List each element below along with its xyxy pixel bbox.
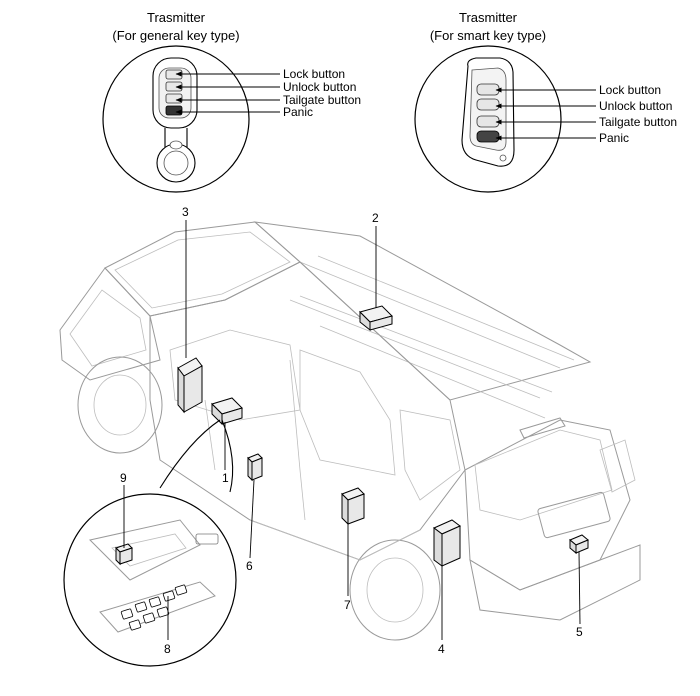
callout-9: 9 — [120, 471, 127, 485]
smart-unlock-button-label: Unlock button — [599, 99, 672, 113]
smart-key-detail-circle — [414, 45, 562, 193]
smart-key-fob-illustration — [461, 57, 515, 167]
callout-8: 8 — [164, 642, 171, 656]
smart-key-title: Trasmitter — [459, 10, 518, 25]
module-2-shape — [359, 305, 393, 332]
callout-7: 7 — [344, 598, 351, 612]
vehicle-illustration — [59, 221, 641, 641]
module-7-shape — [341, 487, 365, 526]
callout-3: 3 — [182, 205, 189, 219]
general-key-fob-illustration — [152, 57, 198, 183]
callout-numbers: 1 2 3 4 5 6 7 8 9 — [120, 205, 583, 656]
callout-6: 6 — [246, 559, 253, 573]
module-4-shape — [433, 519, 461, 567]
smart-key-subtitle: (For smart key type) — [430, 28, 546, 43]
component-modules — [177, 305, 589, 567]
general-key-subtitle: (For general key type) — [112, 28, 239, 43]
smart-panic-label: Panic — [599, 131, 629, 145]
smart-lock-button-label: Lock button — [599, 83, 661, 97]
detail-connector-left — [159, 419, 221, 489]
callout-leaders — [123, 220, 581, 640]
general-lock-button-label: Lock button — [283, 67, 345, 81]
door-switch-detail — [63, 419, 237, 667]
general-key-title: Trasmitter — [147, 10, 206, 25]
callout-1: 1 — [222, 471, 229, 485]
door-switch-detail-circle — [63, 493, 237, 667]
module-5-shape — [569, 534, 589, 555]
module-1-shape — [211, 397, 243, 426]
general-unlock-button-label: Unlock button — [283, 80, 356, 94]
module-3-shape — [177, 357, 203, 414]
smart-key-panel: Trasmitter (For smart key type) Lock but… — [414, 10, 677, 193]
general-panic-label: Panic — [283, 105, 313, 119]
general-tailgate-button-label: Tailgate button — [283, 93, 361, 107]
general-key-detail-circle — [102, 45, 250, 193]
callout-4: 4 — [438, 642, 445, 656]
module-9-shape — [115, 543, 133, 566]
general-key-panel: Trasmitter (For general key type) Lock b… — [102, 10, 361, 193]
smart-tailgate-button-label: Tailgate button — [599, 115, 677, 129]
callout-5: 5 — [576, 625, 583, 639]
callout-2: 2 — [372, 211, 379, 225]
module-6-shape — [247, 453, 263, 482]
